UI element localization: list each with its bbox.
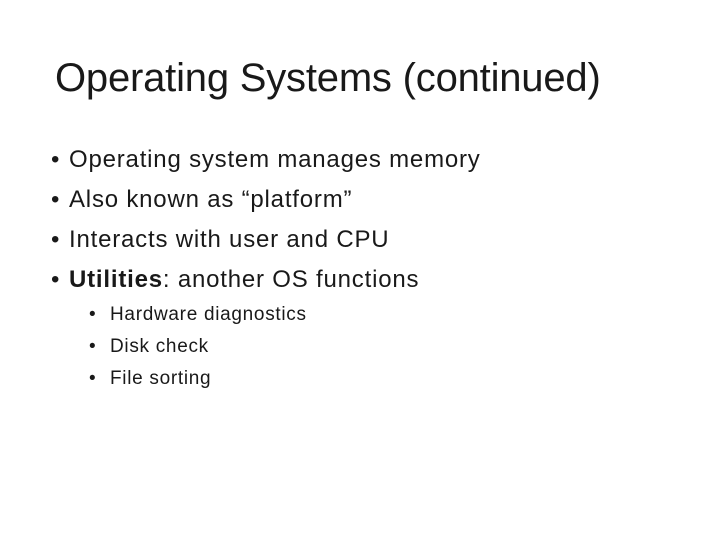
bullet-marker: • [51, 186, 60, 213]
bullet-marker: • [51, 226, 60, 253]
bullet-text: Also known as “platform” [69, 186, 353, 213]
bullet-text-bold: Utilities [69, 266, 163, 293]
bullet-item: • Also known as “platform” [0, 180, 720, 220]
bullet-marker: • [89, 368, 96, 389]
sub-bullet-item: • File sorting [0, 363, 720, 395]
bullet-item: • Utilities: another OS functions [0, 260, 720, 300]
bullet-list-level-1: • Operating system manages memory • Also… [0, 140, 720, 300]
bullet-item: • Interacts with user and CPU [0, 220, 720, 260]
sub-bullet-item: • Disk check [0, 331, 720, 363]
bullet-list-level-2: • Hardware diagnostics • Disk check • Fi… [0, 299, 720, 395]
bullet-marker: • [51, 266, 60, 293]
bullet-marker: • [89, 304, 96, 325]
bullet-text: Interacts with user and CPU [69, 226, 390, 253]
slide-title: Operating Systems (continued) [55, 56, 601, 100]
sub-bullet-item: • Hardware diagnostics [0, 299, 720, 331]
sub-bullet-text: Hardware diagnostics [110, 304, 307, 325]
bullet-marker: • [51, 146, 60, 173]
bullet-marker: • [89, 336, 96, 357]
bullet-text: Operating system manages memory [69, 146, 481, 173]
bullet-item: • Operating system manages memory [0, 140, 720, 180]
sub-bullet-text: File sorting [110, 368, 212, 389]
bullet-text: Utilities: another OS functions [69, 260, 419, 300]
bullet-text-rest: : another OS functions [162, 266, 420, 293]
sub-bullet-text: Disk check [110, 336, 209, 357]
